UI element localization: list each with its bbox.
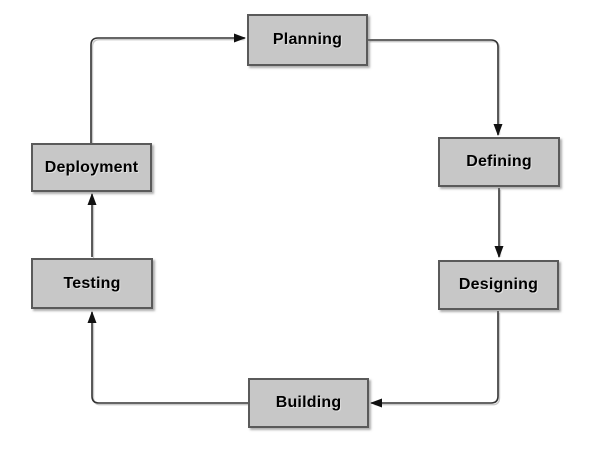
edge-building-to-testing: [87, 311, 248, 404]
node-planning-label: Planning: [272, 31, 343, 48]
edge-shadows: [91, 39, 502, 406]
node-designing: Designing: [438, 260, 559, 310]
node-defining-label: Defining: [466, 153, 532, 170]
node-designing-label: Designing: [458, 276, 539, 293]
node-building: Building: [248, 378, 369, 428]
node-deployment: Deployment: [31, 143, 152, 192]
node-testing-label: Testing: [63, 274, 121, 292]
edge-deployment-to-planning: [90, 33, 246, 143]
node-defining: Defining: [438, 137, 560, 187]
node-deployment-label: Deployment: [44, 158, 139, 176]
node-planning: Planning: [247, 14, 368, 66]
edge-designing-to-building: [370, 311, 499, 408]
node-building-label: Building: [275, 394, 342, 411]
node-testing: Testing: [31, 258, 153, 309]
edge-planning-to-defining: [368, 39, 503, 136]
